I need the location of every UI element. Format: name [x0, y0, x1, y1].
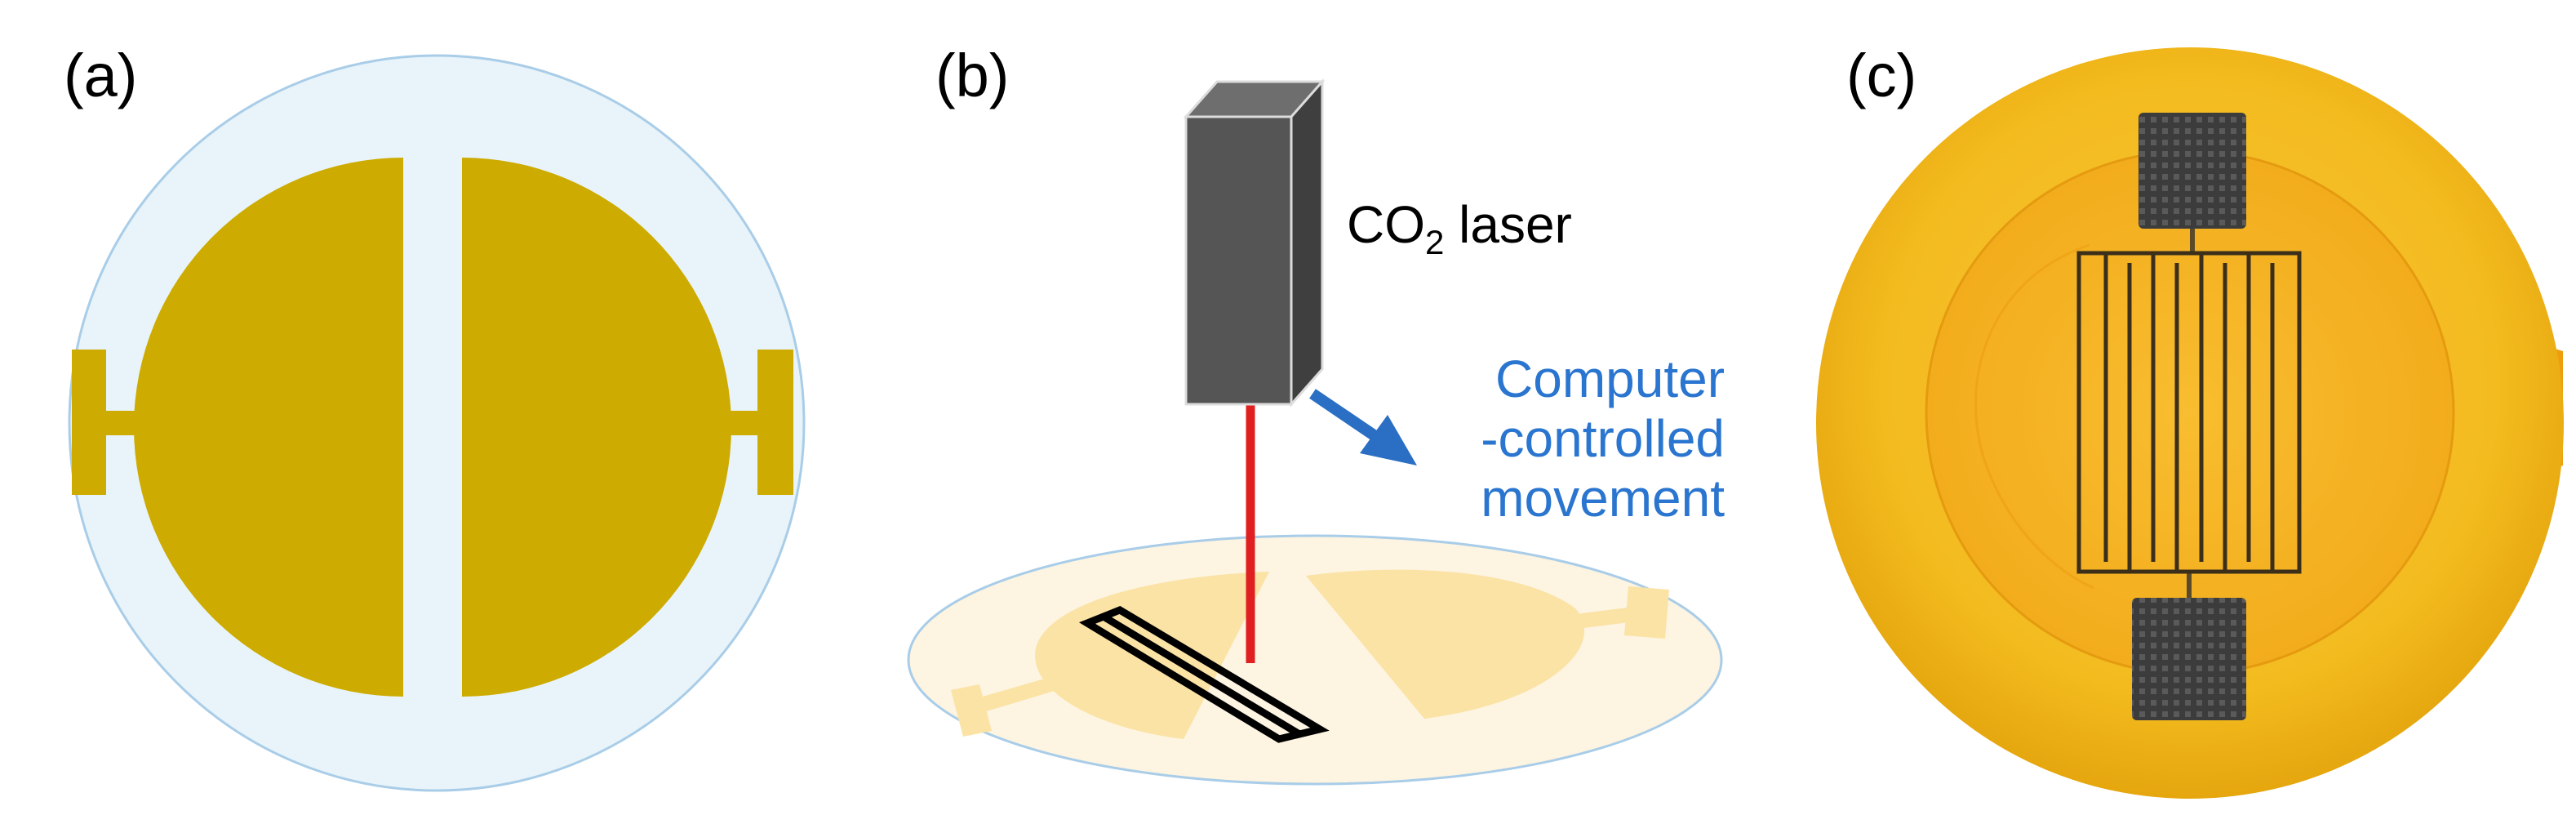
faint-right-electrode — [1306, 569, 1585, 719]
photo-top-pad — [2139, 113, 2246, 229]
photo-bottom-pad — [2132, 598, 2246, 720]
right-connector-line — [682, 411, 759, 435]
faint-electrode-pattern — [951, 569, 1669, 739]
laser-label: CO2 laser — [1347, 198, 1572, 260]
faint-right-pad — [1624, 586, 1669, 639]
laser-head-icon — [1183, 78, 1326, 408]
laser-label-rest: laser — [1444, 195, 1572, 254]
faint-right-connector — [1575, 606, 1642, 629]
left-half-disc — [134, 158, 403, 697]
panel-c — [1814, 42, 2576, 824]
photo-left-ghost-electrode — [1974, 243, 2094, 590]
right-half-disc — [462, 158, 731, 697]
left-connector-line — [106, 411, 188, 435]
right-electrode — [462, 158, 793, 697]
right-terminal-pad — [757, 350, 793, 495]
substrate-ellipse — [907, 534, 1723, 786]
faint-left-connector — [963, 676, 1057, 717]
laser-scribed-pattern — [1078, 605, 1330, 743]
panel-a — [68, 54, 806, 792]
movement-arrow-head — [1360, 415, 1417, 465]
left-terminal-pad — [72, 350, 106, 495]
faint-left-pad — [951, 684, 992, 737]
movement-line-1: Computer — [1495, 350, 1725, 408]
movement-label: Computer -controlled movement — [1481, 350, 1725, 528]
movement-line-3: movement — [1481, 468, 1725, 528]
panel-b — [907, 78, 1723, 786]
laser-front-face — [1184, 115, 1293, 406]
faint-left-electrode — [1035, 572, 1269, 739]
laser-side-face — [1290, 78, 1324, 408]
scribed-inner-line — [1101, 613, 1302, 737]
panel-label-b: (b) — [935, 42, 1010, 109]
panel-label-c: (c) — [1846, 42, 1917, 109]
laser-label-main: CO — [1347, 195, 1425, 254]
photo-interdigitated-electrode — [2076, 251, 2302, 574]
laser-label-subscript: 2 — [1425, 223, 1445, 261]
arrow-down-right-icon — [1309, 389, 1417, 465]
left-electrode — [72, 158, 403, 697]
movement-line-2: -controlled — [1481, 408, 1725, 468]
photo-electrode-frame — [2076, 251, 2302, 574]
panel-label-a: (a) — [64, 42, 138, 109]
scribed-outer-rect — [1078, 605, 1330, 743]
